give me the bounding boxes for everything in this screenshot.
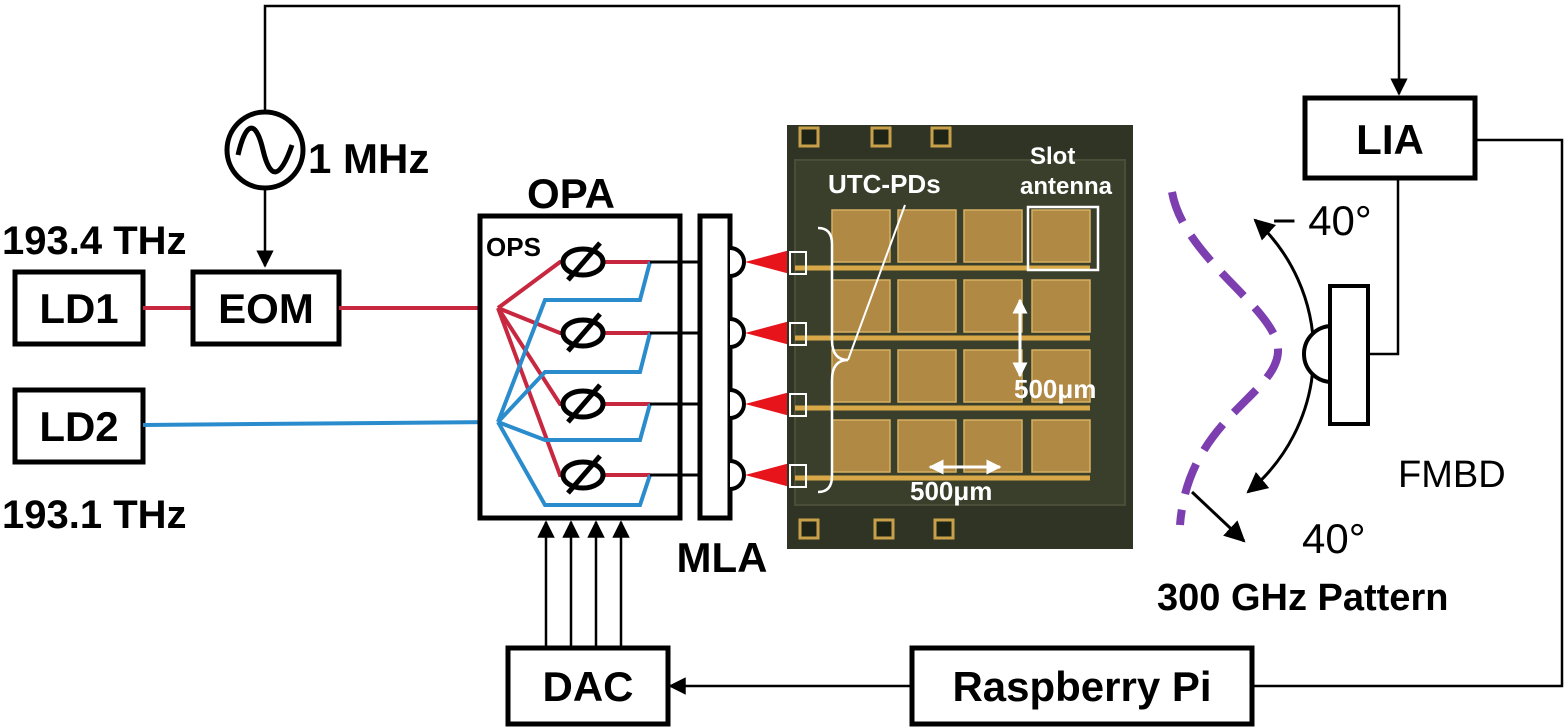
ld1-label: LD1 [39, 285, 118, 332]
dac-block: DAC [505, 645, 671, 727]
fmbd-detector [1302, 284, 1370, 426]
pattern-label: 300 GHz Pattern [1157, 577, 1448, 619]
rf-oscillator [224, 109, 306, 191]
sine-wave-icon [235, 125, 295, 175]
pd-pointer [847, 204, 906, 361]
angle-bottom-label: 40° [1302, 515, 1366, 562]
dac-label: DAC [543, 663, 634, 710]
slot-antenna-label-line1: Slot [1030, 143, 1075, 170]
chip-photo [787, 125, 1133, 549]
phase-shifter-3-icon [560, 383, 606, 424]
modulation-frequency-label: 1 MHz [308, 135, 429, 182]
beam-cones [745, 250, 790, 487]
eom-block: EOM [190, 269, 342, 347]
opa-label: OPA [527, 170, 615, 217]
ld2-label: LD2 [39, 403, 118, 450]
raspberry-pi-label: Raspberry Pi [952, 663, 1211, 710]
sync-wire [263, 4, 1408, 112]
lia-to-pi-wire [1253, 138, 1564, 688]
dac-to-opa-wires [537, 520, 630, 646]
ld1-frequency-label: 193.4 THz [2, 219, 187, 263]
fmbd-label: FMBD [1398, 454, 1506, 496]
lia-block: LIA [1302, 95, 1478, 181]
phase-shifter-4-icon [560, 454, 606, 495]
ld2-frequency-label: 193.1 THz [2, 493, 187, 537]
slot-antenna-label-line2: antenna [1020, 173, 1113, 200]
raspberry-pi-block: Raspberry Pi [909, 645, 1255, 727]
mla-block [697, 213, 733, 521]
ld2-to-opa-fiber [142, 420, 499, 427]
ld1-block: LD1 [12, 269, 146, 347]
phase-shifter-1-icon [560, 241, 606, 282]
utc-pds-label: UTC-PDs [828, 169, 941, 199]
microlenses [729, 246, 746, 491]
horizontal-scale-label: 500μm [910, 476, 992, 506]
lia-label: LIA [1356, 116, 1424, 163]
eom-label: EOM [218, 285, 314, 332]
radiation-pattern-curve [1168, 191, 1283, 526]
opa-waveguides [496, 260, 700, 507]
ops-label: OPS [486, 232, 541, 262]
detector-to-lia-wire [1368, 180, 1400, 356]
phase-shifter-2-icon [560, 312, 606, 353]
mla-label: MLA [677, 534, 768, 581]
vertical-scale-label: 500μm [1014, 374, 1096, 404]
pattern-pointer [1190, 490, 1246, 543]
angle-top-label: − 40° [1272, 197, 1372, 244]
slot-antenna-highlight [1026, 205, 1100, 272]
ld2-block: LD2 [12, 387, 146, 465]
